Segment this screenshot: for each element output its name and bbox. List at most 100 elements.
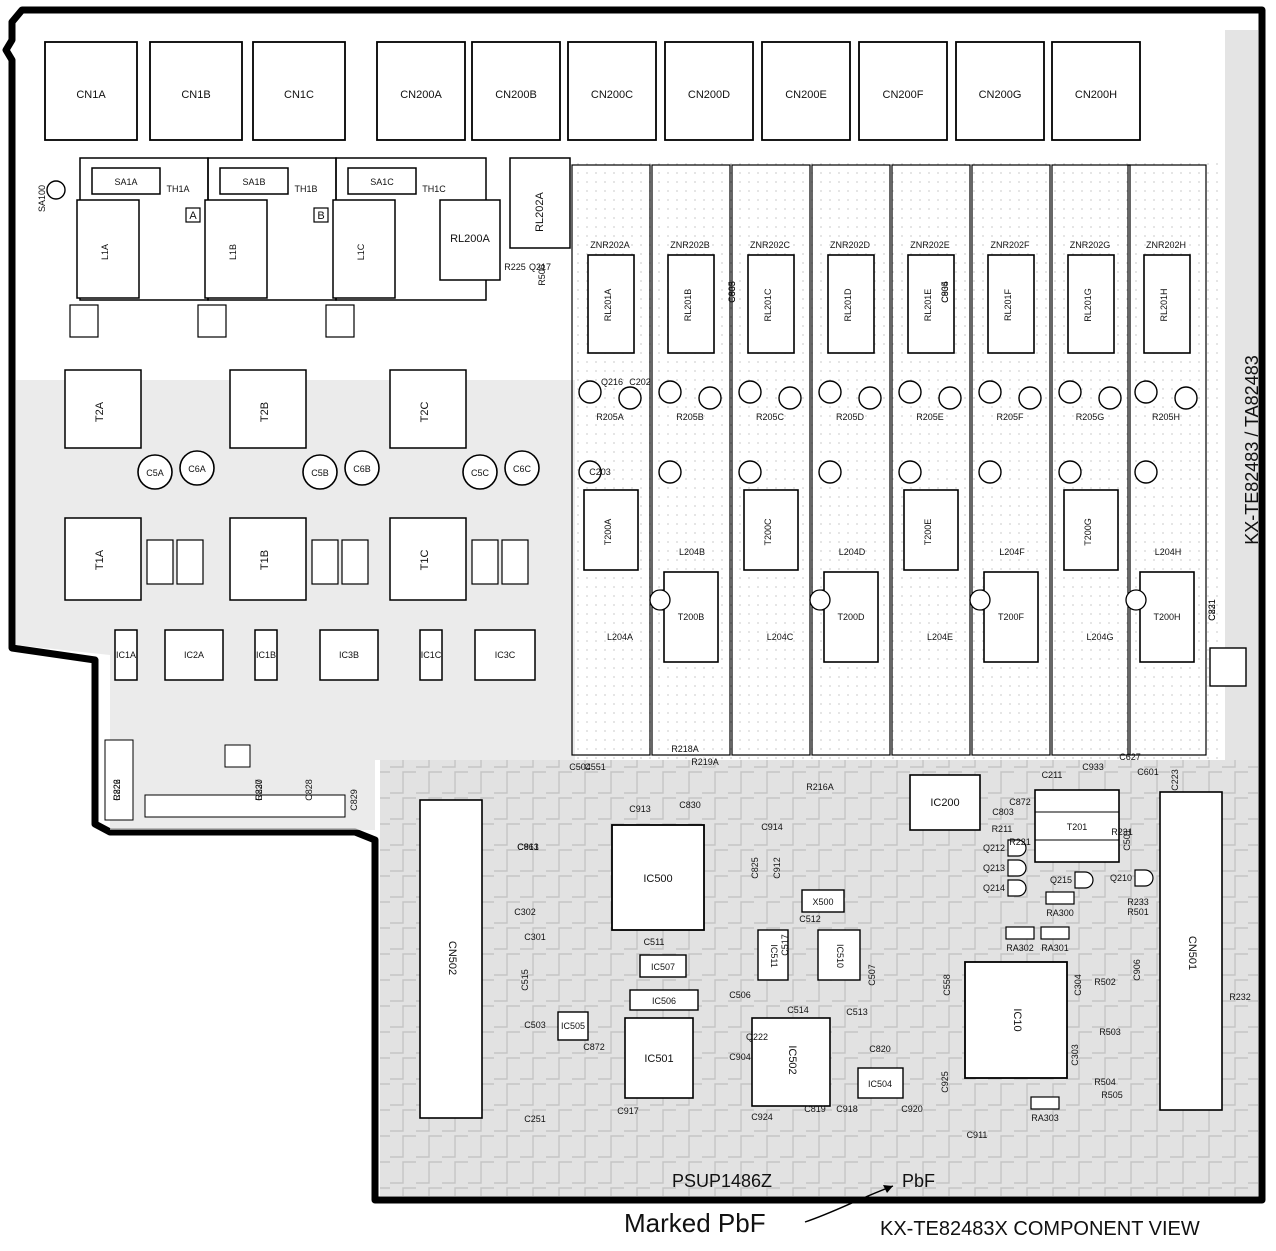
resistor-label: R205F [996, 412, 1024, 422]
reference-label: C933 [1082, 762, 1104, 772]
resistor-label: R205A [596, 412, 624, 422]
znr-label: ZNR202D [830, 240, 871, 250]
ic200 [909, 774, 981, 831]
capacitor [504, 450, 540, 486]
resistor-label: R205G [1076, 412, 1105, 422]
channel-relay [827, 254, 875, 354]
pbf-callout-arrow [804, 1185, 894, 1223]
reference-label: C507 [867, 964, 877, 986]
surge-absorber [347, 167, 417, 195]
ic501 [624, 1017, 694, 1099]
surge-absorber [91, 167, 161, 195]
capacitor [658, 380, 682, 404]
transformer-label: T200C [763, 518, 773, 546]
reference-label: C517 [780, 934, 790, 956]
channel-relay [1143, 254, 1191, 354]
section-marker-label: B [317, 210, 324, 222]
transformer [1139, 571, 1195, 663]
znr-label: ZNR202G [1070, 240, 1111, 250]
transistor [69, 304, 99, 338]
capacitor-label: C5B [311, 468, 329, 478]
capacitor [658, 460, 682, 484]
reference-label: R225 [504, 262, 526, 272]
left-ic [254, 629, 278, 681]
reference-label: C920 [901, 1104, 923, 1114]
relay-label: RL201G [1083, 288, 1093, 322]
transformer-label: T200E [923, 519, 933, 546]
transformer [64, 517, 142, 601]
channel-relay [987, 254, 1035, 354]
connector-top [252, 41, 346, 141]
reference-label: C303 [1070, 1044, 1080, 1066]
reference-label: R501 [1127, 907, 1149, 917]
relay-label: RL200A [450, 233, 490, 245]
reference-label: C913 [517, 842, 539, 852]
connector-label: CN200F [883, 89, 924, 101]
capacitor [698, 386, 722, 410]
connector-label: CN200H [1075, 89, 1117, 101]
transistor [1074, 871, 1094, 889]
channel-column [1127, 164, 1207, 756]
left-ic [474, 629, 536, 681]
transformer [823, 571, 879, 663]
transformer [1063, 489, 1119, 571]
left-ic [114, 629, 138, 681]
reference-label: C835 [727, 281, 737, 303]
reference-label: Q216 [601, 377, 623, 387]
reference-label: C211 [1042, 770, 1063, 780]
inductor [204, 199, 268, 299]
channel-column [1051, 164, 1131, 756]
ic-label: IC1B [256, 650, 276, 660]
transformer [983, 571, 1039, 663]
znr-label: ZNR202F [990, 240, 1030, 250]
channel-column [971, 164, 1051, 756]
ic-label: IC3C [495, 650, 516, 660]
ic507 [639, 954, 687, 978]
component-view-title: KX-TE82483X COMPONENT VIEW [880, 1218, 1200, 1240]
capacitor [1018, 386, 1042, 410]
ic-label: IC504 [868, 1079, 892, 1089]
connector-label: CN200A [400, 89, 442, 101]
thermistor-label: TH1B [294, 184, 317, 194]
ic-label: IC2A [184, 650, 204, 660]
resistor-array [1045, 891, 1075, 905]
ic502 [751, 1017, 831, 1107]
transformer-label: T2A [94, 401, 106, 422]
inductor-label: L1B [228, 244, 238, 260]
reference-label: C558 [942, 974, 952, 996]
inductor-label: L1C [356, 243, 366, 260]
transformer-label: T2C [419, 402, 431, 423]
capacitor [858, 386, 882, 410]
surge-absorber-label: SA1C [370, 177, 394, 187]
pbf-mark: PbF [902, 1171, 935, 1191]
ic-label: IC200 [930, 797, 959, 809]
reference-label: C820 [869, 1044, 891, 1054]
channel-columns: ZNR202ARL201AR205AT200AL204AZNR202BRL201… [571, 164, 1207, 756]
connector-label: CN200B [495, 89, 537, 101]
channel-relay [1067, 254, 1115, 354]
resistor-array-label: RA302 [1006, 943, 1034, 953]
capacitor-label: C5C [471, 468, 490, 478]
connector-label: CN200C [591, 89, 633, 101]
reference-label: C304 [1073, 974, 1083, 996]
channel-relay [667, 254, 715, 354]
reference-label: R221 [1009, 837, 1031, 847]
resistor-label: R205E [916, 412, 944, 422]
ic-label: IC506 [652, 996, 676, 1006]
capacitor [969, 589, 991, 611]
connector-top [664, 41, 754, 141]
reference-label: C301 [524, 932, 546, 942]
capacitor [1058, 380, 1082, 404]
connector-top [761, 41, 851, 141]
capacitor [1134, 380, 1158, 404]
reference-label: Q217 [529, 262, 551, 272]
reference-label: C911 [967, 1130, 988, 1140]
part-number: PSUP1486Z [672, 1171, 772, 1191]
reference-label: C504 [569, 762, 591, 772]
relay-label: RL201F [1003, 288, 1013, 321]
ic-label: IC502 [786, 1045, 798, 1074]
capacitor [618, 386, 642, 410]
reference-label: C918 [836, 1104, 858, 1114]
